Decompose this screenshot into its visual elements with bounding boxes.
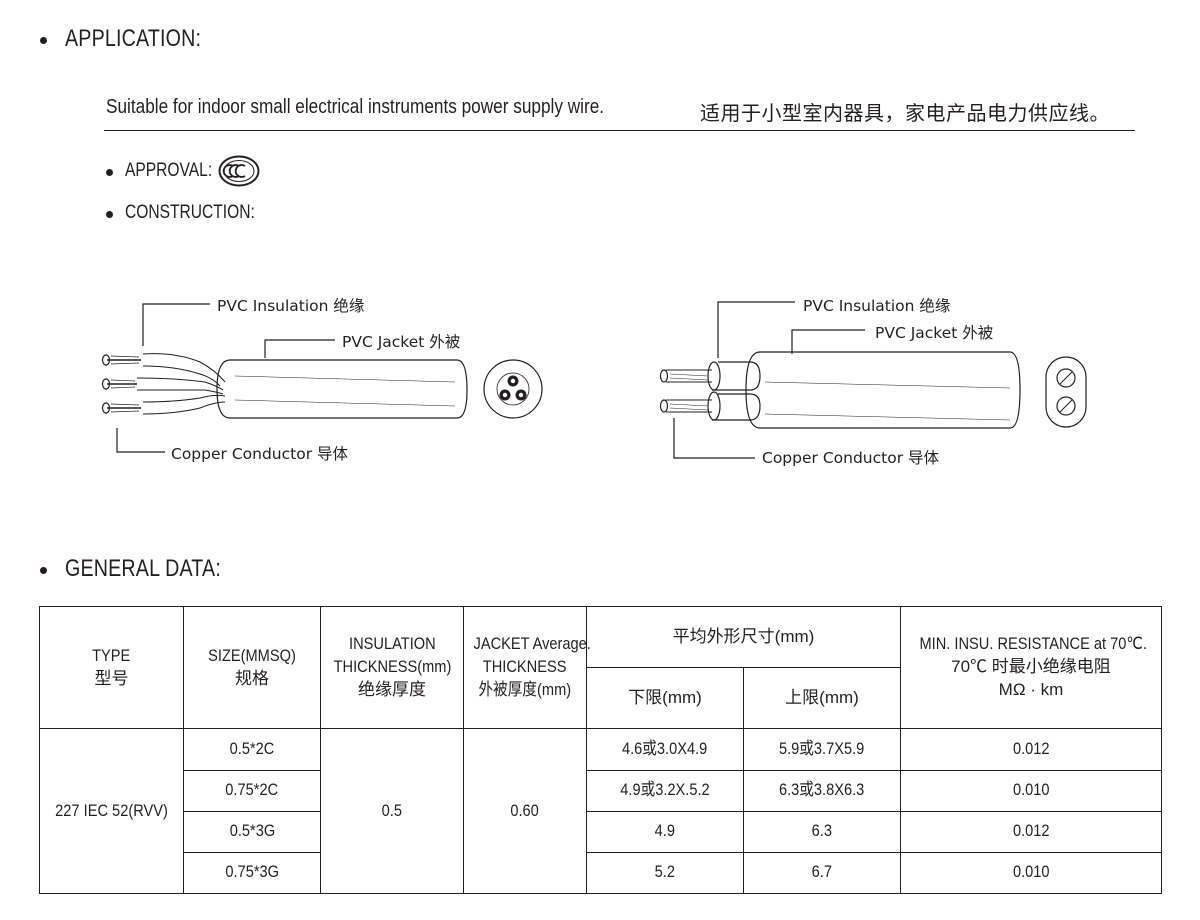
application-rule [104,130,1135,131]
header-upper-limit: 上限(mm) [743,667,901,730]
lower-cell: 4.6或3.0X4.9 [586,728,744,771]
size-cell: 0.75*2C [183,769,321,812]
size-cell: 0.5*2C [183,728,321,771]
bullet-icon [40,37,47,44]
header-type: TYPE 型号 [39,605,184,730]
cable-diagram-3-core [101,303,543,453]
header-size: SIZE(MMSQ) 规格 [183,605,321,730]
lower-cell: 5.2 [586,851,744,895]
table-row: 0.75*3G 5.2 6.7 0.010 [40,851,1162,895]
type-value: 227 IEC 52(RVV) [39,728,184,894]
ccc-mark-icon [218,155,260,187]
construction-heading: CONSTRUCTION: [125,202,255,223]
lower-cell: 4.9或3.2X.5.2 [586,769,744,812]
size-cell: 0.75*3G [183,851,321,895]
size-cell: 0.5*3G [183,810,321,853]
bullet-icon [106,169,113,176]
left-jacket-label: PVC Jacket 外被 [342,333,461,351]
bullet-icon [40,567,47,574]
bullet-icon [106,211,113,218]
header-resistance: MIN. INSU. RESISTANCE at 70℃. 70℃ 时最小绝缘电… [900,605,1162,730]
jacket-value: 0.60 [463,728,587,894]
header-insulation: INSULATION THICKNESS(mm) 绝缘厚度 [320,605,464,730]
right-jacket-label: PVC Jacket 外被 [875,324,994,342]
lower-cell: 4.9 [586,810,744,853]
general-data-heading: GENERAL DATA: [65,555,221,582]
insulation-value: 0.5 [320,728,464,894]
application-heading: APPLICATION: [65,25,202,52]
header-jacket: JACKET Average. THICKNESS 外被厚度(mm) [463,605,591,730]
upper-cell: 6.3 [743,810,901,853]
table-row: 227 IEC 52(RVV) 0.5*2C 0.5 0.60 4.6或3.0X… [39,728,1162,894]
resistance-cell: 0.010 [900,851,1162,895]
table-row: 0.75*2C 4.9或3.2X.5.2 6.3或3.8X6.3 0.010 [40,769,1162,812]
resistance-cell: 0.012 [900,810,1162,853]
upper-cell: 6.3或3.8X6.3 [743,769,901,812]
general-data-table: TYPE 型号 SIZE(MMSQ) 规格 INSULATION THICKNE… [39,605,1162,895]
upper-cell: 5.9或3.7X5.9 [743,728,901,771]
header-lower-limit: 下限(mm) [586,667,744,730]
left-insulation-label: PVC Insulation 绝缘 [217,297,365,315]
left-conductor-label: Copper Conductor 导体 [171,445,348,463]
header-outer-dimension: 平均外形尺寸(mm) [586,605,901,669]
upper-cell: 6.7 [743,851,901,895]
right-insulation-label: PVC Insulation 绝缘 [803,297,951,315]
table-row: 0.5*3G 4.9 6.3 0.012 [40,810,1162,853]
cable-diagram-2-core-flat [659,301,1087,459]
approval-label: APPROVAL: [125,160,213,181]
application-text-en: Suitable for indoor small electrical ins… [106,96,605,118]
right-conductor-label: Copper Conductor 导体 [762,449,939,467]
resistance-cell: 0.012 [900,728,1162,771]
resistance-cell: 0.010 [900,769,1162,812]
application-text-cn: 适用于小型室内器具，家电产品电力供应线。 [700,103,1110,125]
